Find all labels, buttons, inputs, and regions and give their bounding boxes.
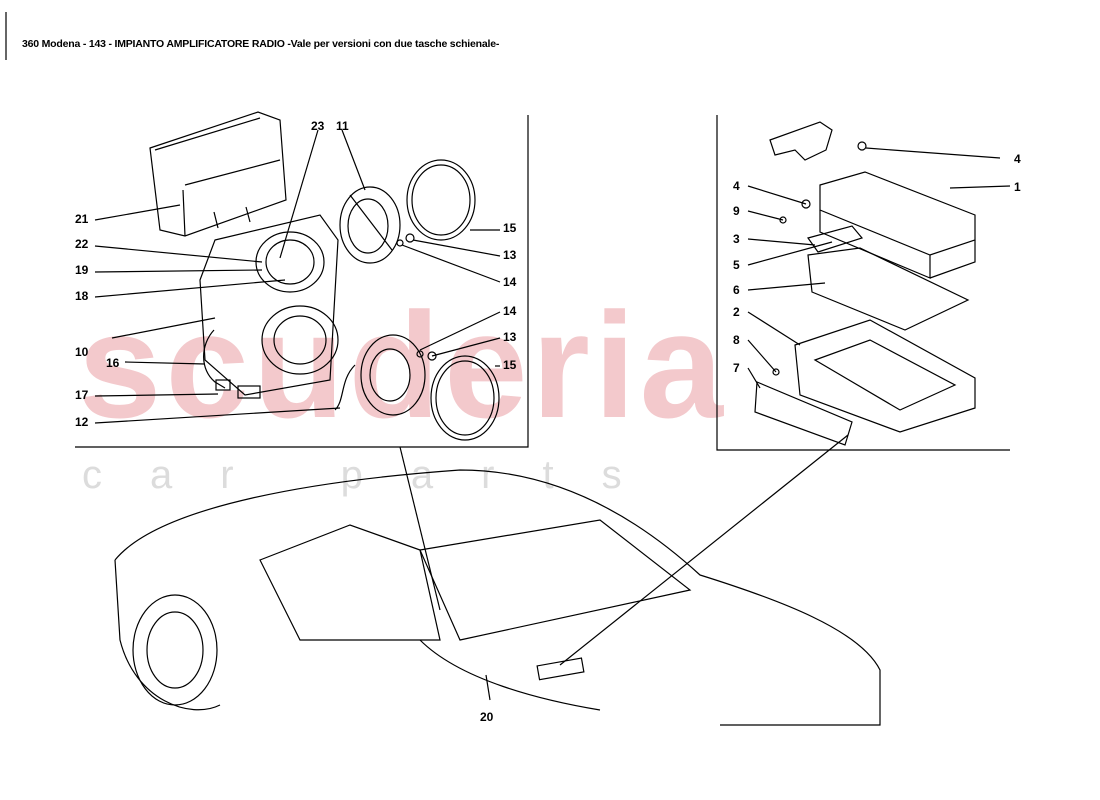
callout-8: 8 [733, 333, 740, 347]
callout-9: 9 [733, 204, 740, 218]
leader-detail-left [399, 446, 441, 611]
wiring-harness-16 [203, 329, 226, 389]
right-detail-frame [716, 115, 1010, 451]
tray-2 [794, 319, 976, 433]
left-detail-frame [75, 115, 529, 448]
mounting-bracket [769, 121, 833, 161]
callout-4-side: 4 [733, 179, 740, 193]
connector-17 [215, 379, 231, 391]
nut-14-lower [416, 350, 424, 358]
screw-4-side [801, 199, 811, 209]
callout-5: 5 [733, 258, 740, 272]
grille-15-upper [406, 159, 476, 241]
callout-14-upper: 14 [503, 275, 517, 289]
screw-4-top [857, 141, 867, 151]
woofer-12 [334, 334, 426, 416]
callout-15-lower: 15 [503, 358, 517, 372]
nut-14-upper [396, 239, 404, 247]
callout-20: 20 [480, 710, 494, 724]
grille-15-lower [430, 355, 500, 441]
callout-15-upper: 15 [503, 221, 517, 235]
connector-17-mate [237, 385, 261, 399]
callout-16: 16 [106, 356, 120, 370]
callout-23: 23 [311, 119, 325, 133]
callout-13-upper: 13 [503, 248, 517, 262]
cover-7 [754, 381, 853, 446]
callout-10: 10 [75, 345, 89, 359]
diagram-title: 360 Modena - 143 - IMPIANTO AMPLIFICATOR… [22, 38, 500, 50]
callout-12: 12 [75, 415, 89, 429]
speaker-pod-housing [199, 214, 339, 396]
callout-22: 22 [75, 237, 89, 251]
screw-9 [779, 216, 787, 224]
callout-2: 2 [733, 305, 740, 319]
rear-pocket-21 [149, 111, 287, 237]
callout-3: 3 [733, 232, 740, 246]
screw-13-lower [427, 351, 437, 361]
callout-14-lower: 14 [503, 304, 517, 318]
screw-13-upper [405, 233, 415, 243]
watermark-logo: scuderia [78, 281, 727, 449]
callout-11: 11 [336, 119, 349, 133]
screw-8 [772, 368, 780, 376]
mounting-plate-3 [807, 225, 864, 253]
callout-7: 7 [733, 361, 740, 375]
callout-4-top: 4 [1014, 152, 1021, 166]
car-outline [114, 469, 881, 726]
callout-19: 19 [75, 263, 89, 277]
callout-18: 18 [75, 289, 89, 303]
watermark-subtitle: car parts [82, 453, 670, 497]
callout-21: 21 [75, 212, 89, 226]
callout-17: 17 [75, 388, 89, 402]
callout-1: 1 [1014, 180, 1021, 194]
callout-13-lower: 13 [503, 330, 517, 344]
trim-panel-6 [807, 247, 970, 331]
tweeter-11 [339, 186, 401, 264]
screw-21-b [245, 206, 251, 223]
screw-21-a [213, 211, 219, 229]
leader-detail-right [559, 434, 849, 666]
callout-6: 6 [733, 283, 740, 297]
